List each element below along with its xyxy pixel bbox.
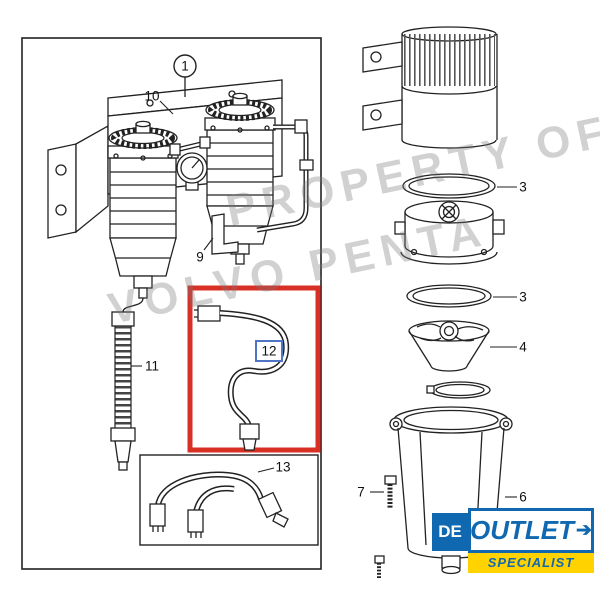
callout-1-marker <box>173 54 197 97</box>
filter-element-part <box>401 26 498 149</box>
callout-part-1: 1 <box>181 58 189 74</box>
element-brackets <box>362 41 403 131</box>
callout-part-13: 13 <box>275 459 291 475</box>
callout-part-11: 11 <box>144 358 160 374</box>
seal-plate-part <box>426 381 491 399</box>
logo-de-badge: DE <box>432 513 468 551</box>
bracket-part-9 <box>211 213 239 255</box>
callout-part-9: 9 <box>196 249 204 265</box>
callout-part-10: 10 <box>144 88 160 104</box>
o-ring-part-3-lower <box>406 284 492 308</box>
callout-part-7: 7 <box>357 484 365 500</box>
callout-part-6: 6 <box>519 489 527 505</box>
pressure-gauge <box>176 152 208 191</box>
callout-part-12: 12 <box>261 343 277 359</box>
sensor-cable-part-12 <box>194 305 290 451</box>
harness-box-border <box>139 454 319 546</box>
callout-part-4: 4 <box>519 339 527 355</box>
logo-outlet-box: OUTLET ➔ <box>468 508 594 553</box>
bolt-part-7 <box>384 475 397 508</box>
fuel-pipes <box>169 119 314 233</box>
arrow-right-icon: ➔ <box>576 520 592 541</box>
callout-part-3-lower: 3 <box>519 289 527 305</box>
bowl-part-6 <box>374 406 513 578</box>
callout-part-3-upper: 3 <box>519 179 527 195</box>
logo-outlet-text: OUTLET <box>470 515 575 545</box>
right-filter-unit <box>204 92 276 265</box>
logo-specialist-bar: SPECIALIST <box>468 553 594 573</box>
flex-hose-part-11 <box>110 297 144 471</box>
filter-head-part <box>394 200 505 265</box>
outlet-specialist-logo: DE OUTLET ➔ SPECIALIST <box>430 508 596 574</box>
wiring-harness-part-13 <box>149 471 289 538</box>
impeller-part-4 <box>408 320 490 372</box>
part-12-label-box <box>255 340 283 362</box>
left-filter-unit <box>107 120 179 299</box>
left-panel-border <box>21 37 322 570</box>
o-ring-part-3-upper <box>402 173 496 199</box>
leader-lines <box>131 100 517 498</box>
